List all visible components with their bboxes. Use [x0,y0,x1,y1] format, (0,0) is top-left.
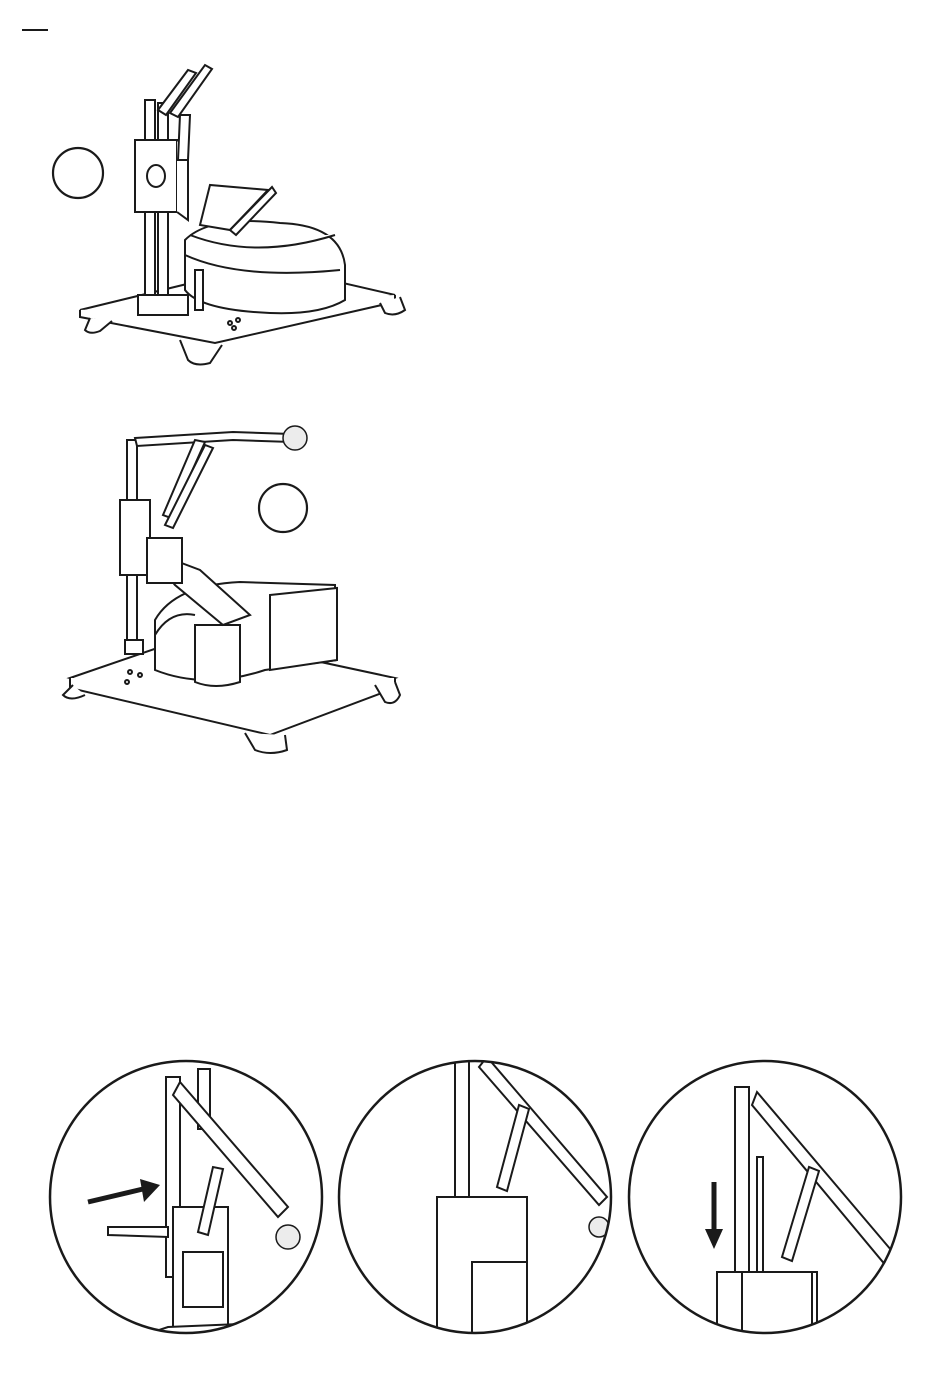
figure-step-1 [40,55,420,385]
lever-ball [283,426,307,450]
detail-view-b [337,1057,617,1337]
lever-arms [135,432,291,528]
step-marker-2 [259,484,307,532]
detail-view-a [48,1057,328,1337]
curved-block [185,221,345,313]
arrow-right-icon [88,1179,160,1202]
figure-step-2 [55,420,425,760]
step-marker-1 [53,148,103,198]
header-rule [22,29,48,31]
detail-view-c [627,1057,907,1337]
arrow-down-icon [705,1182,723,1249]
